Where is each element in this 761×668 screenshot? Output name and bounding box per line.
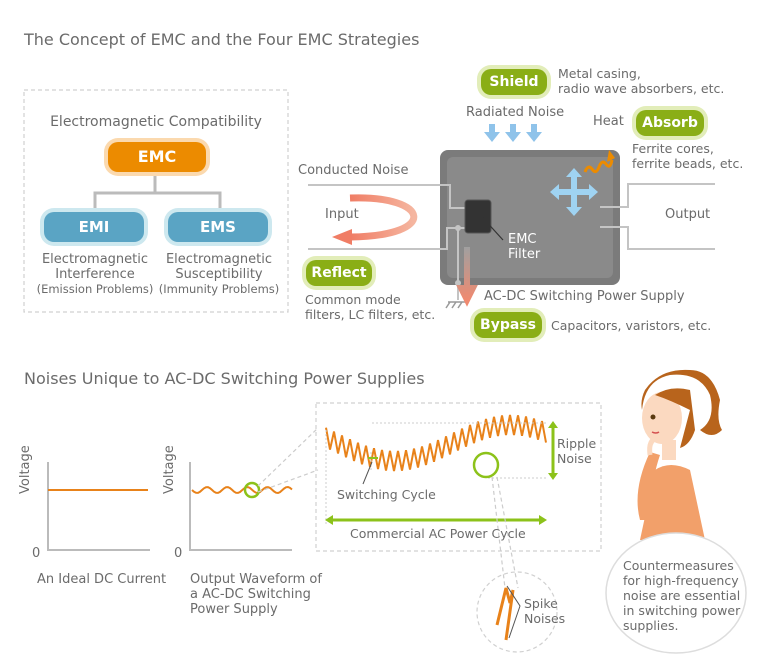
zoom-circle-small [243,481,261,499]
output-wire-top [600,183,715,208]
output-label: Output [665,207,711,222]
speech-bubble [605,532,747,654]
reflect-pill: Reflect [306,260,372,286]
bypass-pill: Bypass [474,312,542,338]
ground-icon [445,301,468,309]
radiated-noise-label: Radiated Noise [466,105,565,120]
woman-illustration [637,369,722,540]
emc-filter-block [464,199,492,234]
emc-box-heading: Electromagnetic Compatibility [50,114,262,130]
power-supply-label: AC-DC Switching Power Supply [484,289,685,304]
ems-pill: EMS [168,212,268,242]
output-chart-axes [189,462,292,551]
zoom-box [315,402,602,552]
shield-pill: Shield [481,69,547,95]
spike-noises-label: Spike Noises [524,596,566,626]
ideal-zero-label: 0 [32,546,41,561]
ripple-waveform [325,414,547,472]
emi-pill: EMI [44,212,144,242]
output-y-axis-label: Voltage [162,445,177,494]
emi-description: Electromagnetic Interference (Emission P… [36,252,154,296]
four-way-arrow-icon [550,168,598,216]
output-wire-bottom [600,226,715,250]
section-title-noises: Noises Unique to AC-DC Switching Power S… [24,369,425,388]
absorb-description: Ferrite cores, ferrite beads, etc. [632,141,744,171]
emc-pill: EMC [108,142,206,172]
input-wire-top [308,184,465,209]
ac-power-cycle-label: Commercial AC Power Cycle [350,526,526,541]
input-label: Input [325,207,359,222]
ideal-chart-axes [47,462,150,551]
switching-cycle-label: Switching Cycle [337,487,436,502]
ripple-noise-label: Ripple Noise [557,436,597,466]
heat-label: Heat [593,114,624,129]
output-caption: Output Waveform of a AC-DC Switching Pow… [190,572,322,617]
heat-wave-icon [583,159,614,174]
ideal-caption: An Ideal DC Current [37,572,167,587]
shield-description: Metal casing, radio wave absorbers, etc. [558,66,725,96]
speech-bubble-text: Countermeasures for high-frequency noise… [623,558,741,633]
bypass-description: Capacitors, varistors, etc. [551,318,712,333]
tree-connector [93,175,222,212]
zoom-circle-large [472,451,500,479]
bypass-arrow [456,247,478,307]
absorb-pill: Absorb [636,110,704,136]
spike-zoom-circle [476,571,558,653]
section-title-emc: The Concept of EMC and the Four EMC Stra… [24,30,420,49]
output-zero-label: 0 [174,546,183,561]
emc-filter-label: EMC Filter [508,232,541,262]
reflect-description: Common mode filters, LC filters, etc. [305,292,436,322]
output-ripple-line [191,485,293,495]
emc-concept-box [23,89,289,313]
ideal-y-axis-label: Voltage [18,445,33,494]
ems-description: Electromagnetic Susceptibility (Immunity… [158,252,280,296]
conducted-noise-label: Conducted Noise [298,163,409,178]
reflect-arrow [349,194,418,241]
spike-waveform [495,587,515,641]
radiated-noise-arrows [484,124,542,142]
